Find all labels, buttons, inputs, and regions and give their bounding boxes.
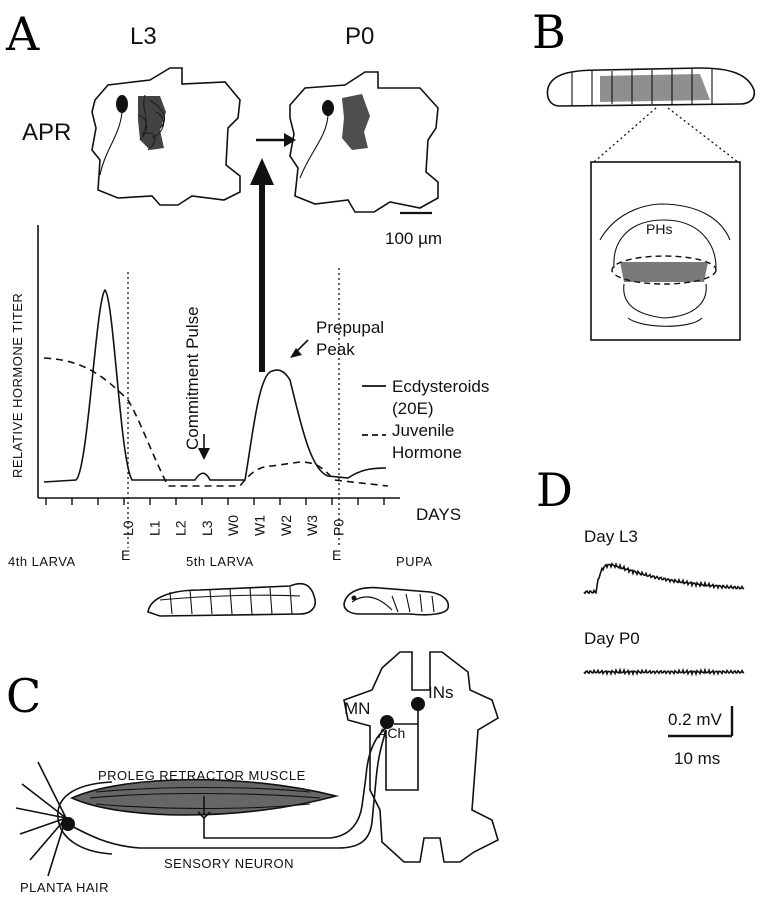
panel-a-label: A (5, 7, 40, 61)
pupa-drawing (343, 586, 450, 616)
day-tick-label: W2 (278, 515, 294, 536)
panel-c-label: C (6, 669, 41, 723)
legend-ecdysteroid-line-2: (20E) (392, 399, 434, 418)
panel-d-label: D (536, 463, 573, 517)
ganglion-p0-drawing (289, 71, 439, 213)
planta-hairs-label: PHs (646, 221, 672, 237)
trace-l3-label: Day L3 (584, 527, 638, 546)
ecdysis-mark-pupa: E (332, 547, 341, 563)
x-axis-label: DAYS (416, 505, 461, 524)
epsp-trace-l3 (583, 561, 745, 595)
trace-p0-label: Day P0 (584, 629, 640, 648)
day-tick-label: W1 (252, 515, 268, 536)
stage-label-p0: P0 (345, 23, 374, 50)
planta-hair-label: PLANTA HAIR (20, 880, 109, 895)
legend-jh-line-1: Juvenile (392, 421, 454, 440)
commitment-pulse-label: Commitment Pulse (183, 306, 202, 450)
ach-label: ACh (378, 725, 405, 741)
stage-label-l3: L3 (130, 23, 157, 50)
day-tick-label: L3 (199, 520, 215, 536)
interneuron-circuit (385, 704, 419, 791)
proleg-inset-frame (590, 161, 741, 341)
day-tick-label: L1 (146, 520, 162, 536)
stage-pupa: PUPA (396, 554, 432, 569)
day-tick-label: P0 (330, 519, 346, 536)
day-tick-label: L2 (173, 520, 189, 536)
day-tick-label: W0 (225, 515, 241, 536)
y-axis-label: RELATIVE HORMONE TITER (10, 293, 25, 478)
apr-label: APR (22, 119, 71, 146)
larva-drawing (147, 582, 316, 617)
zoom-line-right (667, 107, 739, 163)
stage-4th-larva: 4th LARVA (8, 554, 76, 569)
prepupal-pointer-head (290, 348, 302, 358)
scale-bar-label: 100 µm (385, 229, 442, 248)
time-scale-label: 10 ms (674, 749, 720, 768)
transition-arrowhead (284, 133, 296, 147)
juvenile-hormone-curve (43, 357, 389, 487)
panel-b-label: B (532, 5, 566, 59)
day-tick-label: W3 (304, 515, 320, 536)
sensory-axon (67, 729, 387, 849)
ganglion-l3-drawing (91, 67, 241, 206)
sensory-neuron-label: SENSORY NEURON (164, 856, 294, 871)
prepupal-peak-label: Prepupal Peak (316, 318, 389, 359)
planta-hairs (15, 761, 67, 877)
motor-axon (197, 727, 387, 839)
muscle-label: PROLEG RETRACTOR MUSCLE (98, 768, 306, 783)
voltage-scale-label: 0.2 mV (668, 710, 723, 729)
stage-5th-larva: 5th LARVA (186, 554, 254, 569)
ecdysteroid-curve (43, 288, 387, 483)
prepupal-peak-line-2: Peak (316, 340, 355, 359)
motor-neuron-label: MN (344, 699, 370, 718)
proleg-drawing (599, 203, 731, 327)
planta-dome (57, 781, 113, 855)
interneurons-label: INs (428, 683, 454, 702)
motor-neuron-soma (380, 715, 394, 729)
epsp-trace-p0 (583, 667, 745, 677)
ganglion-c-outline (343, 651, 499, 863)
zoom-line-left (593, 107, 657, 163)
commitment-pointer-head (198, 448, 210, 460)
prepupal-arrowhead (250, 158, 274, 185)
legend-ecdysteroid-label: Ecdysteroids (20E) (392, 377, 494, 418)
legend-jh-label: Juvenile Hormone (392, 421, 462, 462)
prepupal-peak-line-1: Prepupal (316, 318, 384, 337)
legend-ecdysteroid-line-1: Ecdysteroids (392, 377, 489, 396)
ecdysis-mark-larva: E (121, 547, 130, 563)
caterpillar-drawing (546, 67, 756, 107)
legend-jh-line-2: Hormone (392, 443, 462, 462)
